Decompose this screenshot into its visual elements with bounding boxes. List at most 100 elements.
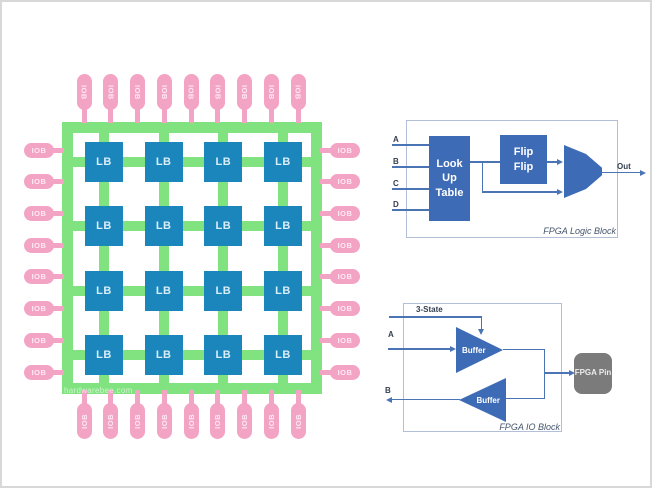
io-block-caption: FPGA IO Block [499,422,560,432]
fpga-pin-block: FPGA Pin [574,353,612,394]
iob-block: IOB [237,74,252,110]
iob-block: IOB [103,403,119,439]
logic-block: LB [144,142,183,182]
mux-lower-input-arrow-icon [557,189,563,195]
iob-block: IOB [24,332,54,348]
routing-frame [62,122,322,394]
iob-stem [320,210,334,216]
iob-label: IOB [159,413,169,429]
logic-block: LB [144,335,183,375]
iob-stem [108,105,114,123]
buffer-top-label: Buffer [462,345,486,355]
iob-block: IOB [183,74,199,110]
logic-block: LB [264,206,302,247]
iob-stem [50,210,64,216]
mux-upper-input-arrow-icon [557,159,563,165]
iob-block: IOB [330,142,360,158]
watermark: hardwarebee.com [64,386,133,395]
iob-stem [188,390,194,408]
iob-block: IOB [130,74,145,110]
buffer-out-line [503,348,545,351]
logic-block-caption: FPGA Logic Block [543,226,616,236]
iob-stem [242,105,247,123]
logic-block: LB [204,206,243,247]
input-a-label: A [388,330,394,339]
flip-flop-block: Flip Flip [500,135,547,184]
buffer-bottom-label: Buffer [476,395,500,405]
lut-input-label: D [393,200,399,209]
lut-to-ff-line [470,161,500,163]
logic-block: LB [144,206,183,247]
iob-stem [81,105,87,123]
iob-label: IOB [337,335,353,345]
lut-input-line [392,209,430,211]
iob-block: IOB [24,174,54,190]
tristate-drop-line [480,317,482,330]
iob-stem [81,390,87,408]
iob-block: IOB [330,174,360,190]
lut-input-label: A [393,135,399,144]
routing-channel-horizontal [62,285,322,296]
routing-channel-vertical [158,122,169,394]
input-a-arrow-icon [450,346,456,352]
iob-block: IOB [24,205,54,221]
iob-stem [295,105,301,123]
iob-block: IOB [24,142,54,158]
logic-block: LB [85,142,123,182]
iob-stem [320,337,334,343]
iob-block: IOB [237,403,252,439]
iob-label: IOB [31,145,47,155]
ff-to-mux-line [547,161,559,163]
lut-input-line [392,166,430,168]
iob-label: IOB [266,84,276,100]
iob-block: IOB [183,403,199,439]
iob-label: IOB [337,240,353,250]
iob-label: IOB [337,208,353,218]
iob-block: IOB [156,403,172,439]
iob-stem [135,105,140,123]
iob-block: IOB [103,74,119,110]
iob-block: IOB [330,364,360,380]
iob-stem [50,274,64,280]
iob-label: IOB [31,240,47,250]
logic-block: LB [85,206,123,247]
iob-block: IOB [290,403,306,439]
iob-stem [50,306,64,312]
iob-label: IOB [213,413,223,429]
iob-label: IOB [31,335,47,345]
iob-block: IOB [210,403,226,439]
input-a-line [388,348,452,350]
iob-label: IOB [31,208,47,218]
iob-block: IOB [76,74,92,110]
iob-stem [242,390,247,408]
iob-label: IOB [186,413,196,429]
iob-label: IOB [337,272,353,282]
iob-block: IOB [24,364,54,380]
iob-block: IOB [330,205,360,221]
routing-channel-vertical [278,122,288,394]
iob-label: IOB [31,272,47,282]
lut-input-label: C [393,179,399,188]
out-arrow-icon [640,169,646,176]
lut-input-line [392,144,430,146]
logic-block: LB [85,270,123,311]
iob-block: IOB [263,403,279,439]
iob-label: IOB [293,413,303,429]
iob-stem [295,390,301,408]
iob-block: IOB [76,403,92,439]
routing-channel-vertical [218,122,229,394]
iob-label: IOB [106,413,116,429]
iob-block: IOB [24,269,54,285]
tristate-label: 3-State [416,305,443,314]
iob-stem [161,390,167,408]
lut-input-line [392,188,430,190]
iob-label: IOB [159,84,169,100]
iob-label: IOB [337,304,353,314]
iob-label: IOB [293,84,303,100]
iob-block: IOB [263,74,279,110]
iob-stem [320,242,334,248]
tristate-line [389,316,482,318]
lut-block: Look Up Table [429,136,470,221]
iob-label: IOB [31,367,47,377]
